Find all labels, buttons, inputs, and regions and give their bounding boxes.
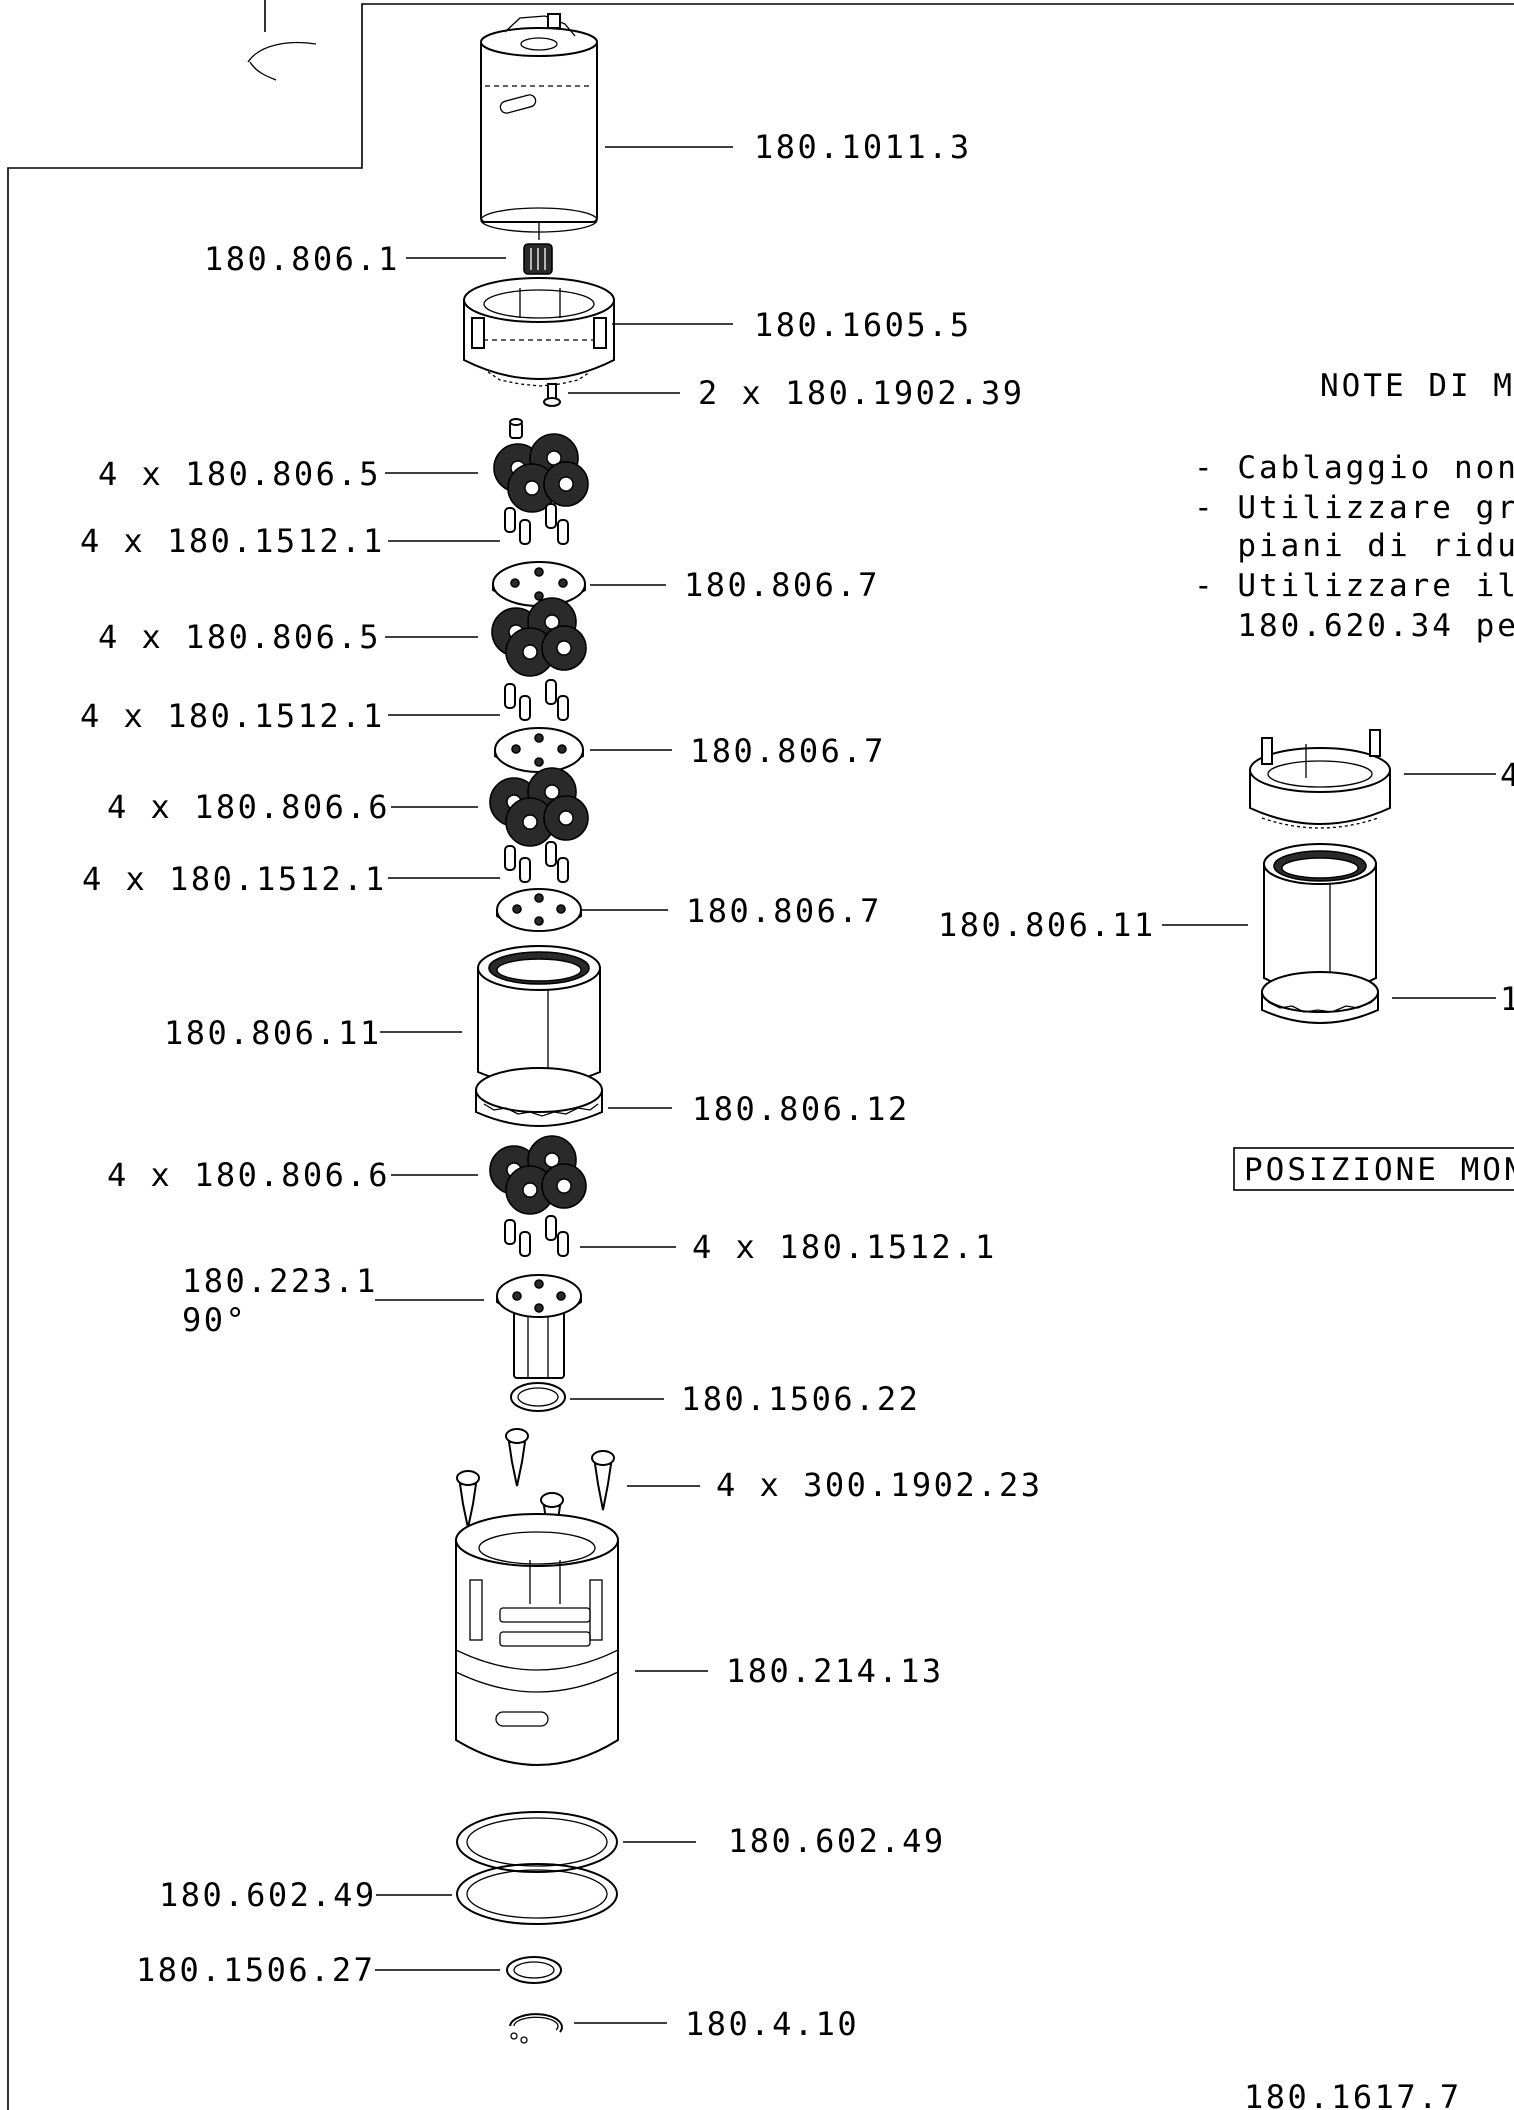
planet-pins-stage-4 [504,1215,569,1257]
part-labels: 180.1011.3 180.806.1 180.1605.5 2 x 180.… [80,128,1514,2110]
assembly-notes: NOTE DI MO - Cablaggio non - Utilizzare … [1194,368,1514,1191]
planet-carrier-stage-2 [494,727,584,773]
note-line-2: - Utilizzare gra [1194,490,1514,526]
small-oring-part [510,1382,566,1412]
label-pins-1: 4 x 180.1512.1 [80,522,385,560]
upper-seal-part [456,1811,618,1873]
carrier-screw-part [509,418,523,439]
label-side-lower-ref: 1 [1500,980,1514,1018]
label-screws: 4 x 300.1902.23 [716,1466,1042,1504]
side-ring-gear-part [1263,843,1377,993]
label-output-shaft: 180.223.1 [182,1262,378,1300]
label-ring-gear-base: 180.806.12 [692,1090,910,1128]
label-side-ring-gear: 180.806.11 [938,906,1156,944]
sheet-border [7,0,1514,2110]
planet-gears-stage-1 [493,433,589,513]
bottom-oring-part [506,1956,562,1984]
label-seal-upper: 180.602.49 [728,1822,946,1860]
lower-seal-part [456,1863,618,1925]
ring-gear-part [477,945,601,1086]
note-line-3: piani di riduz [1194,528,1514,564]
planet-gears-stage-2 [491,597,587,677]
position-box-label: POSIZIONE MON [1244,1152,1514,1188]
label-housing: 180.214.13 [726,1652,944,1690]
planet-gears-stage-4 [489,1135,587,1215]
planet-gears-stage-3 [489,767,589,847]
drawing-number: 180.1617.7 [1244,2078,1462,2110]
motor-flange-part [463,277,615,387]
flange-screw-part [543,383,561,407]
planet-pins-stage-3 [504,841,569,883]
label-gears-2: 4 x 180.806.5 [98,618,381,656]
label-carrier-2: 180.806.7 [690,732,886,770]
label-ring-gear: 180.806.11 [164,1014,382,1052]
label-seal-lower: 180.602.49 [159,1876,377,1914]
label-pins-3: 4 x 180.1512.1 [82,860,387,898]
planet-pins-stage-2 [504,679,569,721]
planet-pins-stage-1 [504,503,569,545]
label-pins-4: 4 x 180.1512.1 [692,1228,997,1266]
cable-symbol-icon [247,41,317,81]
position-box-frame [1233,1147,1514,1191]
label-flange-screws: 2 x 180.1902.39 [698,374,1024,412]
circlip-part [509,2013,563,2044]
note-line-5: 180.620.34 per [1194,608,1514,644]
label-motor: 180.1011.3 [754,128,972,166]
note-line-4: - Utilizzare il [1194,568,1514,604]
label-oring-bottom: 180.1506.27 [136,1951,375,1989]
output-shaft-part [496,1274,582,1379]
notes-title: NOTE DI MO [1320,368,1514,404]
label-gears-3: 4 x 180.806.6 [107,788,390,826]
label-gears-1: 4 x 180.806.5 [98,455,381,493]
label-carrier-3: 180.806.7 [686,892,882,930]
side-ring-gear-flange-part [1249,729,1391,829]
label-side-upper-ref: 4 [1500,756,1514,794]
planet-carrier-stage-1 [492,561,586,607]
label-oring-small: 180.1506.22 [681,1380,920,1418]
ring-gear-base-part [475,1067,603,1127]
label-pinion: 180.806.1 [204,240,400,278]
label-gears-4: 4 x 180.806.6 [107,1156,390,1194]
side-ring-gear-base-part [1261,971,1379,1024]
label-motor-flange: 180.1605.5 [754,306,972,344]
label-pins-2: 4 x 180.1512.1 [80,697,385,735]
leader-lines [375,146,1496,2024]
label-carrier-1: 180.806.7 [684,566,880,604]
planet-carrier-stage-3 [496,888,582,932]
note-line-1: - Cablaggio non [1194,450,1514,486]
housing-part [455,1513,619,1766]
motor-part [480,13,598,240]
label-output-angle: 90° [182,1301,247,1339]
label-circlip: 180.4.10 [685,2005,859,2043]
pinion-part [523,243,553,275]
